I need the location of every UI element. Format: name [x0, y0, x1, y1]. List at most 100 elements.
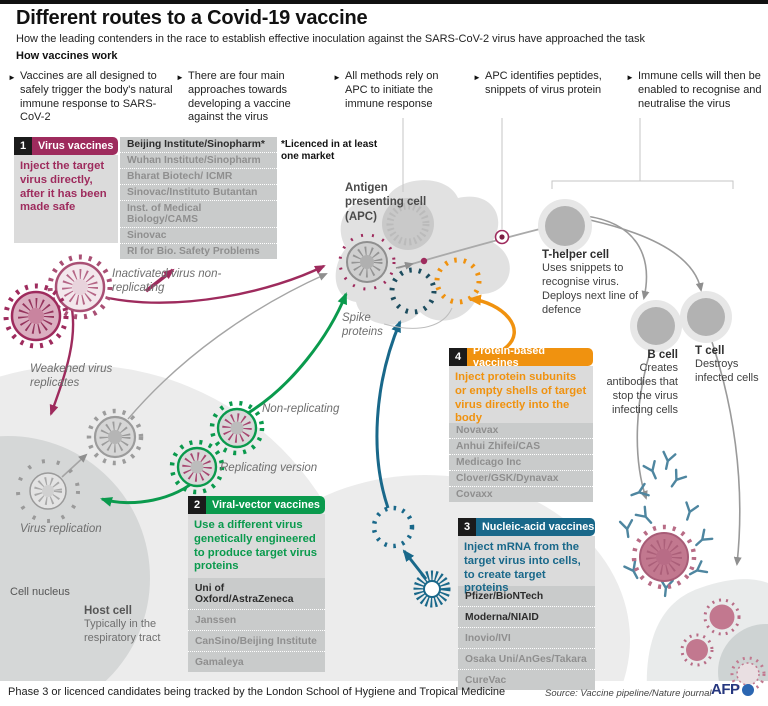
- number-badge: 4: [449, 348, 467, 366]
- replication-arrows: [61, 273, 328, 478]
- t-cell-label: T cell Destroys infected cells: [695, 344, 765, 386]
- virus-vaccines-header: 1 Virus vaccines: [14, 137, 118, 155]
- company-item: Medicago Inc: [449, 454, 593, 470]
- vector-virus-nonreplicating-icon: [209, 400, 265, 456]
- company-item: Clover/GSK/Dynavax: [449, 470, 593, 486]
- virus-replication-label: Virus replication: [20, 523, 102, 535]
- company-item: Covaxx: [449, 486, 593, 502]
- virus-replication-icon: [16, 459, 80, 523]
- company-item: Moderna/NIAID: [458, 606, 595, 627]
- company-item: Janssen: [188, 609, 325, 630]
- box-description: Inject protein subunits or empty shells …: [449, 366, 593, 424]
- virus-vaccines-company-list: Beijing Institute/Sinopharm* Wuhan Insti…: [120, 137, 277, 259]
- number-badge: 2: [188, 496, 206, 514]
- bullet-item-1: ► Vaccines are all designed to safely tr…: [8, 70, 176, 125]
- spike-label-pointer: [383, 307, 453, 329]
- weakened-virus-icon: [3, 283, 69, 349]
- company-item: Wuhan Institute/Sinopharm: [120, 152, 277, 168]
- virus-vaccine-arrows: [49, 264, 326, 416]
- number-badge: 3: [458, 518, 476, 536]
- number-badge: 1: [14, 137, 32, 155]
- company-item: CanSino/Beijing Institute: [188, 630, 325, 651]
- company-item: Sinovac: [120, 227, 277, 243]
- apc-cell-blob: [335, 180, 510, 325]
- company-item: Inovio/IVI: [458, 627, 595, 648]
- inactivated-virus-label: Inactivated virus non-replicating: [112, 268, 222, 294]
- protein-based-header: 4 Protein-based vaccines: [449, 345, 593, 369]
- weakened-virus-label: Weakened virus replicates: [30, 363, 113, 389]
- bullet-text: Vaccines are all designed to safely trig…: [20, 70, 173, 124]
- tcell-to-virus-arrow: [711, 341, 742, 566]
- t-cell-circle: [680, 291, 732, 343]
- b-cell-circle: [630, 300, 682, 352]
- cell-name: T cell: [695, 345, 725, 357]
- company-item: CureVac: [458, 669, 595, 690]
- page-title: Different routes to a Covid-19 vaccine: [16, 7, 368, 29]
- mrna-icon: [413, 570, 451, 608]
- bullet-item-5: ► Immune cells will then be enabled to r…: [626, 70, 764, 111]
- bullet-text: APC identifies peptides, snippets of vir…: [485, 70, 602, 96]
- nucleic-acid-box: 3 Nucleic-acid vaccines Inject mRNA from…: [458, 518, 595, 690]
- cell-nucleus-label: Cell nucleus: [10, 586, 70, 598]
- nucleic-acid-header: 3 Nucleic-acid vaccines: [458, 518, 595, 536]
- afp-logo: AFP: [711, 681, 754, 698]
- viral-vector-box: 2 Viral-vector vaccines Use a different …: [188, 496, 325, 672]
- company-item: Inst. of Medical Biology/CAMS: [120, 200, 277, 227]
- company-item: Osaka Uni/AnGes/Takara: [458, 648, 595, 669]
- replicated-virus-icon: [86, 408, 144, 466]
- company-item: Anhui Zhifei/CAS: [449, 438, 593, 454]
- non-replicating-label: Non-replicating: [262, 403, 340, 415]
- bullet-item-2: ► There are four main approaches towards…: [176, 70, 328, 125]
- bcell-to-antibodies-arrow: [636, 351, 651, 500]
- spike-shell-dark-icon: [389, 267, 437, 315]
- virus-at-apc-icon: [338, 233, 396, 291]
- company-item: Gamaleya: [188, 651, 325, 672]
- peptide-dot: [420, 257, 428, 265]
- cell-description: Uses snippets to recognise virus. Deploy…: [542, 262, 638, 316]
- company-item: RI for Bio. Safety Problems: [120, 243, 277, 259]
- bullet-item-3: ► All methods rely on APC to initiate th…: [333, 70, 455, 111]
- company-item: Bharat Biotech/ ICMR: [120, 168, 277, 184]
- afp-logo-text: AFP: [711, 681, 740, 698]
- neutralised-virus-icon: [631, 524, 697, 590]
- protein-company-list: Novavax Anhui Zhifei/CAS Medicago Inc Cl…: [449, 423, 593, 502]
- cell-description: Typically in the respiratory tract: [84, 618, 161, 645]
- cell-name: T-helper cell: [542, 249, 610, 261]
- b-cell-label: B cell Creates antibodies that stop the …: [596, 348, 678, 417]
- spike-proteins-label: Spike proteins: [342, 312, 383, 338]
- replicating-version-label: Replicating version: [220, 462, 318, 474]
- triangle-bullet-icon: ►: [333, 73, 341, 82]
- t-helper-cell-circle: [538, 199, 592, 253]
- viral-vector-header: 2 Viral-vector vaccines: [188, 496, 325, 514]
- top-border: [0, 0, 768, 4]
- company-item: Novavax: [456, 425, 499, 436]
- bullet-connector-lines: [402, 118, 734, 229]
- apc-label: Antigen presenting cell (APC): [345, 182, 427, 223]
- company-item: Uni of Oxford/AstraZeneca: [195, 582, 294, 605]
- triangle-bullet-icon: ►: [8, 73, 16, 82]
- box-description: Inject the target virus directly, after …: [14, 155, 118, 243]
- bullet-text: All methods rely on APC to initiate the …: [345, 70, 439, 110]
- section-heading: How vaccines work: [16, 50, 118, 62]
- box-title: Protein-based vaccines: [467, 345, 593, 369]
- licence-footnote: *Licenced in at least one market: [281, 139, 378, 162]
- bullet-text: Immune cells will then be enabled to rec…: [638, 70, 762, 110]
- triangle-bullet-icon: ►: [626, 73, 634, 82]
- nucleic-acid-company-list: Pfizer/BioNTech Moderna/NIAID Inovio/IVI…: [458, 586, 595, 690]
- box-title: Virus vaccines: [32, 137, 118, 155]
- company-item: Sinovac/Instituto Butantan: [120, 184, 277, 200]
- protein-vaccine-arrow: [468, 294, 516, 351]
- afp-logo-globe-icon: [741, 683, 754, 696]
- inactivated-virus-icon: [47, 254, 113, 320]
- box-title: Nucleic-acid vaccines: [476, 518, 595, 536]
- cell-description: Destroys infected cells: [695, 358, 759, 385]
- cell-name: Host cell: [84, 605, 132, 617]
- infecting-virus-icons: [680, 598, 766, 692]
- cell-description: Creates antibodies that stop the virus i…: [606, 362, 678, 416]
- viral-vector-company-list: Uni of Oxford/AstraZeneca Janssen CanSin…: [188, 578, 325, 672]
- company-item: Pfizer/BioNTech: [458, 586, 595, 606]
- spike-shell-orange-icon: [434, 257, 482, 305]
- vector-virus-replicating-icon: [169, 439, 225, 495]
- t-helper-cell-label: T-helper cell Uses snippets to recognise…: [542, 248, 648, 317]
